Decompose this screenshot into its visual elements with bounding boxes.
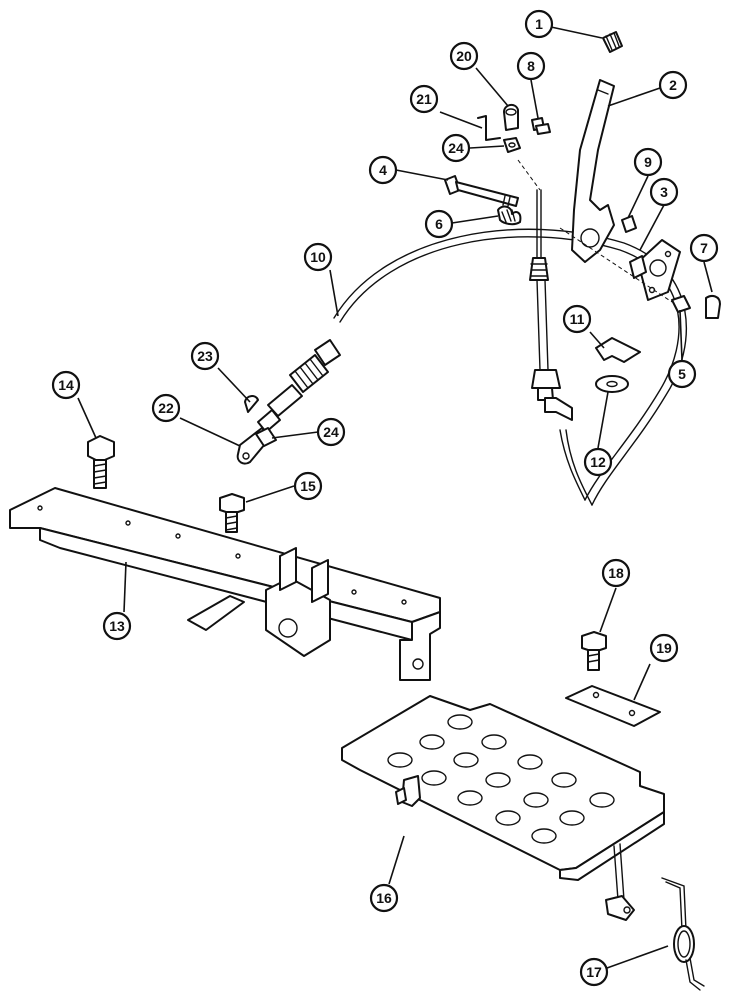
callout-9: 9 — [633, 147, 663, 177]
return-spring — [661, 877, 705, 991]
cable-rod — [517, 159, 573, 421]
callout-5: 5 — [667, 359, 697, 389]
callouts: 1 2 3 4 5 6 7 8 9 10 11 12 13 14 15 16 1… — [51, 9, 719, 987]
callout-3: 3 — [649, 177, 679, 207]
callout-1: 1 — [524, 9, 554, 39]
callout-20: 20 — [449, 41, 479, 71]
callout-17: 17 — [579, 957, 609, 987]
bolt-18 — [581, 631, 607, 671]
callout-7: 7 — [689, 233, 719, 263]
svg-text:24: 24 — [448, 140, 464, 156]
svg-text:16: 16 — [376, 890, 392, 906]
svg-text:19: 19 — [656, 640, 672, 656]
callout-19: 19 — [649, 633, 679, 663]
callout-11: 11 — [562, 304, 592, 334]
callout-14: 14 — [51, 370, 81, 400]
callout-24a: 24 — [441, 133, 471, 163]
svg-text:9: 9 — [644, 154, 652, 170]
svg-text:24: 24 — [323, 424, 339, 440]
svg-text:11: 11 — [570, 311, 585, 327]
callout-23: 23 — [190, 341, 220, 371]
callout-2: 2 — [658, 70, 688, 100]
svg-text:14: 14 — [58, 377, 74, 393]
callout-4: 4 — [368, 155, 398, 185]
callout-6: 6 — [424, 209, 454, 239]
shift-lever — [571, 31, 623, 263]
callout-16: 16 — [369, 883, 399, 913]
callout-12: 12 — [583, 447, 613, 477]
callout-15: 15 — [293, 471, 323, 501]
svg-text:18: 18 — [608, 565, 624, 581]
svg-text:12: 12 — [590, 454, 606, 470]
callout-24b: 24 — [316, 417, 346, 447]
plate-19 — [565, 685, 661, 727]
svg-text:22: 22 — [158, 400, 174, 416]
svg-text:10: 10 — [310, 249, 326, 265]
callout-21: 21 — [409, 84, 439, 114]
callout-13: 13 — [102, 611, 132, 641]
svg-text:8: 8 — [527, 58, 535, 74]
svg-text:5: 5 — [678, 366, 686, 382]
bolt-14 — [87, 435, 115, 489]
svg-text:15: 15 — [300, 478, 316, 494]
bolt-15 — [219, 493, 245, 533]
svg-text:17: 17 — [586, 964, 602, 980]
svg-text:1: 1 — [535, 16, 543, 32]
svg-text:3: 3 — [660, 184, 668, 200]
svg-text:4: 4 — [379, 162, 387, 178]
callout-10: 10 — [303, 242, 333, 272]
svg-text:6: 6 — [435, 216, 443, 232]
svg-text:7: 7 — [700, 240, 708, 256]
clip-washer — [595, 337, 641, 393]
leader-lines — [77, 26, 713, 969]
svg-text:13: 13 — [109, 618, 125, 634]
callout-8: 8 — [516, 51, 546, 81]
bolt-spring — [444, 175, 522, 226]
pedal-plate — [341, 695, 665, 921]
svg-text:23: 23 — [197, 348, 213, 364]
callout-22: 22 — [151, 393, 181, 423]
svg-text:21: 21 — [416, 91, 432, 107]
cable-assembly — [236, 228, 688, 506]
svg-text:20: 20 — [456, 48, 472, 64]
callout-18: 18 — [601, 558, 631, 588]
svg-text:2: 2 — [669, 77, 677, 93]
frame-rail — [9, 487, 441, 681]
